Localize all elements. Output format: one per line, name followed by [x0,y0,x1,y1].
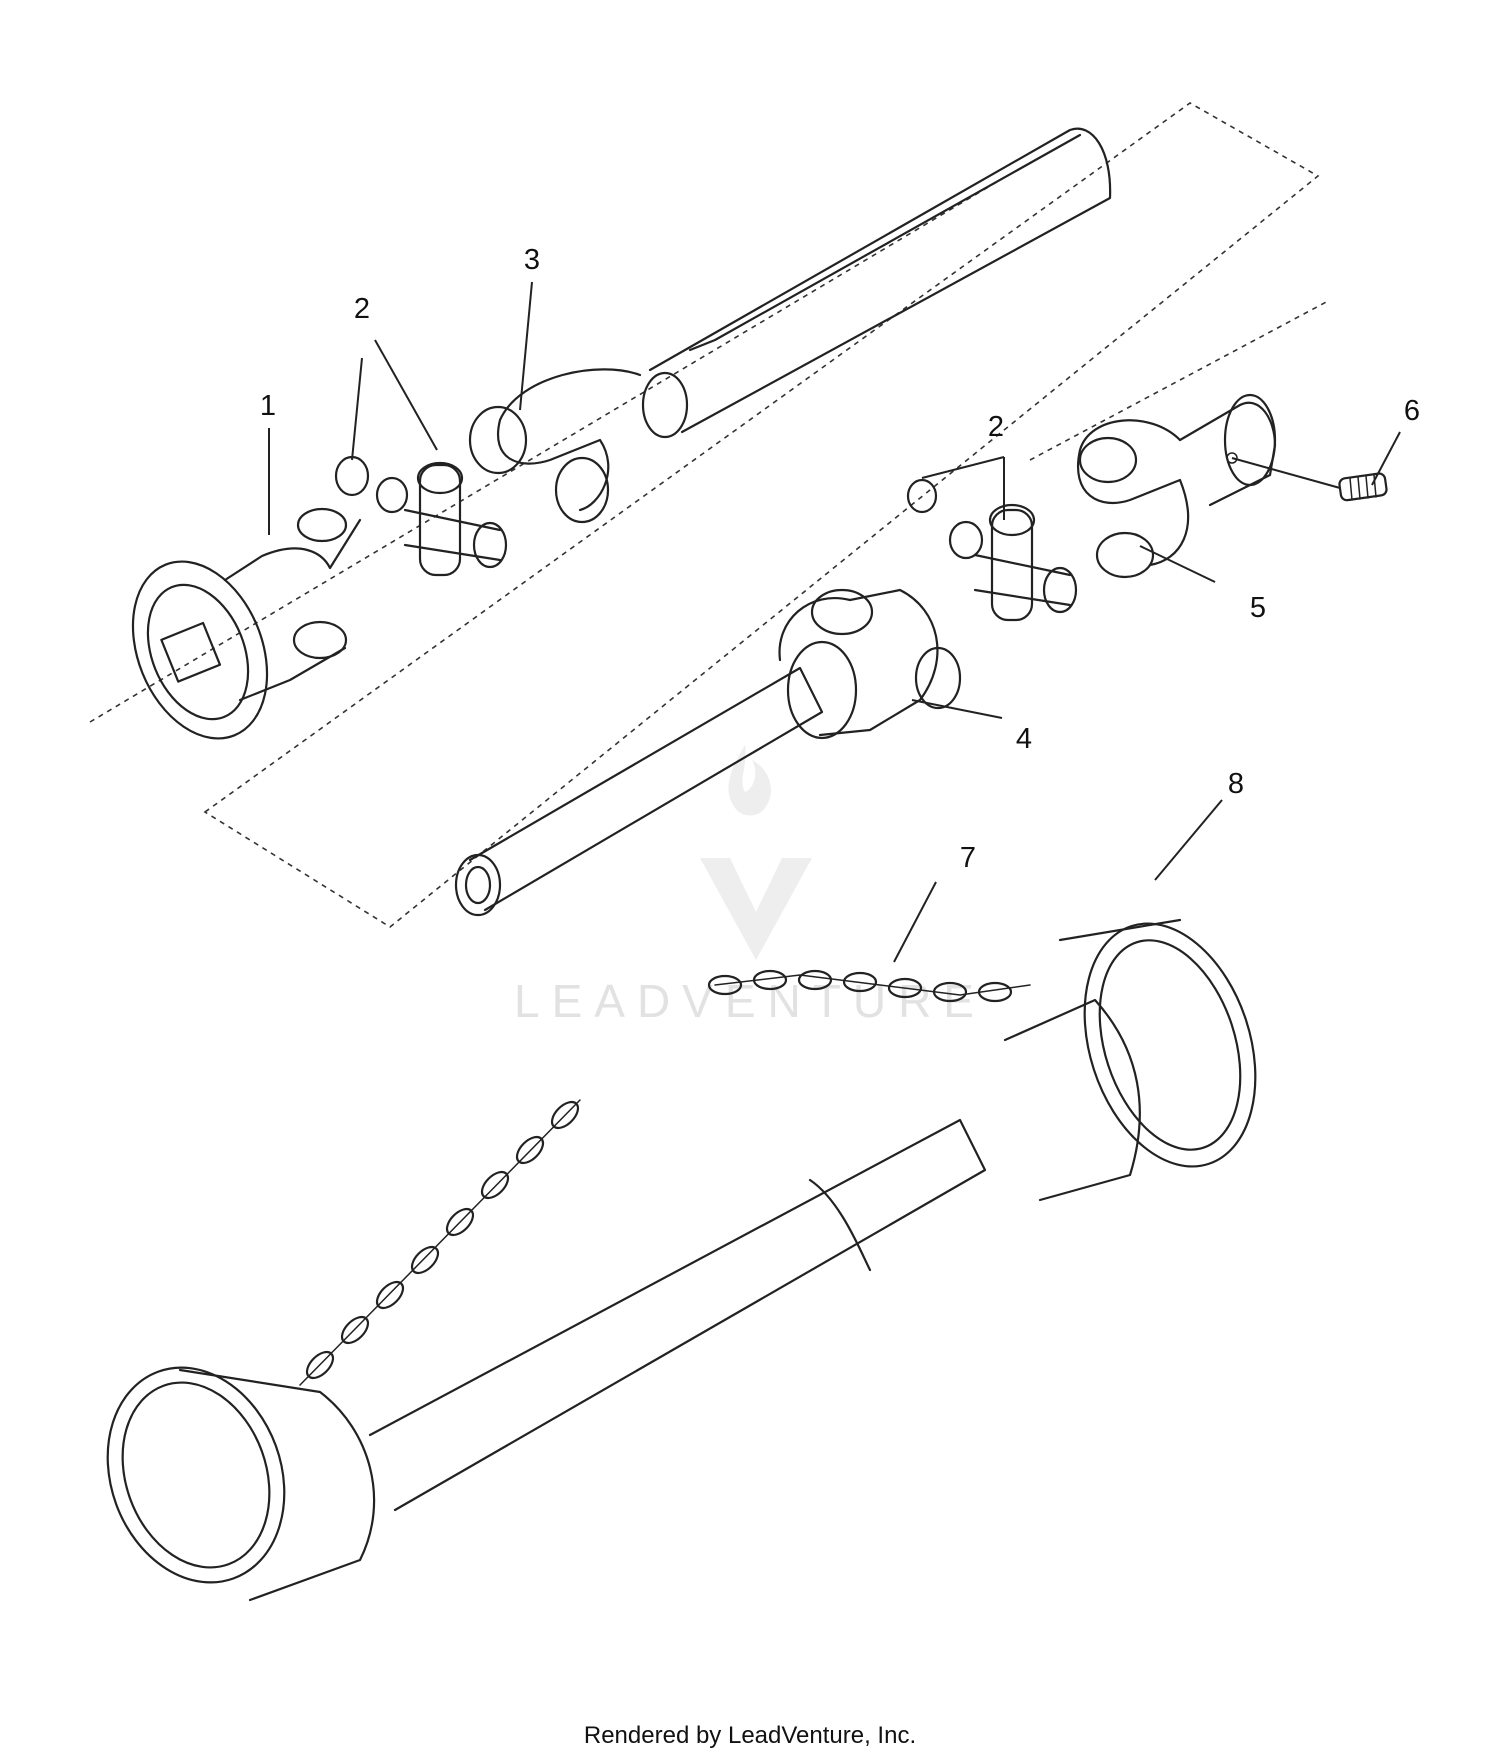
part-8-guard [106,918,1257,1602]
render-credit: Rendered by LeadVenture, Inc. [583,1722,917,1749]
part-2-cross-left [334,455,508,577]
part-6-set-screw [1231,457,1388,502]
part-3-yoke-tube [468,127,1112,524]
v-logo-icon [700,858,812,960]
callout-2-right: 2 [988,411,1004,443]
callout-6: 6 [1404,395,1420,427]
callout-leaders [268,281,1401,963]
axis-line-right [1029,299,1331,461]
watermark-text: LEADVENTURE [514,975,986,1027]
callout-8: 8 [1228,768,1244,800]
part-2-cross-right [906,478,1078,622]
callout-5: 5 [1250,592,1266,624]
callout-4: 4 [1016,723,1032,755]
leadventure-watermark: LEADVENTURE [514,745,986,1027]
part-1-splined-yoke [131,507,362,740]
callout-2-left: 2 [354,293,370,325]
flame-icon [728,745,771,816]
axis-line-upper [89,179,1001,723]
callout-7: 7 [960,842,976,874]
assembly-plane [203,102,1320,928]
part-7-chain [299,969,1031,1386]
part-4-yoke-shaft [454,588,962,917]
callout-1: 1 [260,390,276,422]
callout-3: 3 [524,244,540,276]
part-5-yoke-collar [1077,393,1277,579]
